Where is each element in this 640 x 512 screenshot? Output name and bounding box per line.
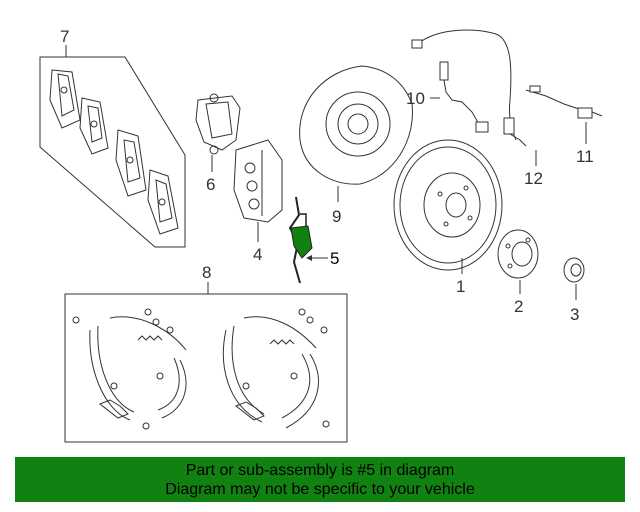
callout-5: 5 <box>330 249 339 268</box>
sensor-11-illustration <box>525 85 603 144</box>
callout-9: 9 <box>332 207 341 226</box>
callout-12: 12 <box>524 169 543 188</box>
callout-1: 1 <box>456 277 465 296</box>
nut-illustration <box>563 257 585 300</box>
callout-3: 3 <box>570 305 579 324</box>
callout-11: 11 <box>576 147 594 166</box>
callout-4: 4 <box>253 245 262 264</box>
callout-2: 2 <box>514 297 523 316</box>
brake-pad-kit-group <box>39 45 186 248</box>
callout-7: 7 <box>60 27 69 46</box>
caliper-bracket-illustration <box>195 93 241 172</box>
part-5-highlighted-spring <box>288 196 328 284</box>
brake-pad-illustration <box>49 69 179 235</box>
brake-caliper-illustration <box>233 139 283 242</box>
wheel-hub-illustration <box>497 229 539 294</box>
callout-10: 10 <box>406 89 425 108</box>
callout-6: 6 <box>206 175 215 194</box>
brake-parts-diagram: 7 6 4 5 9 10 11 12 1 2 3 8 <box>39 27 603 443</box>
right-shoe-set-illustration <box>222 308 330 429</box>
banner-line-part-number: Part or sub-assembly is #5 in diagram <box>185 462 455 479</box>
speed-sensor-harness-illustration <box>411 29 537 166</box>
brake-rotor-illustration <box>393 139 503 274</box>
parking-brake-shoe-kit-group <box>64 282 348 443</box>
left-shoe-set-illustration <box>72 308 187 430</box>
callout-8: 8 <box>202 263 211 282</box>
backing-plate-illustration <box>299 65 413 202</box>
part-info-banner: Part or sub-assembly is #5 in diagram Di… <box>15 457 625 502</box>
banner-line-disclaimer: Diagram may not be specific to your vehi… <box>165 481 475 498</box>
